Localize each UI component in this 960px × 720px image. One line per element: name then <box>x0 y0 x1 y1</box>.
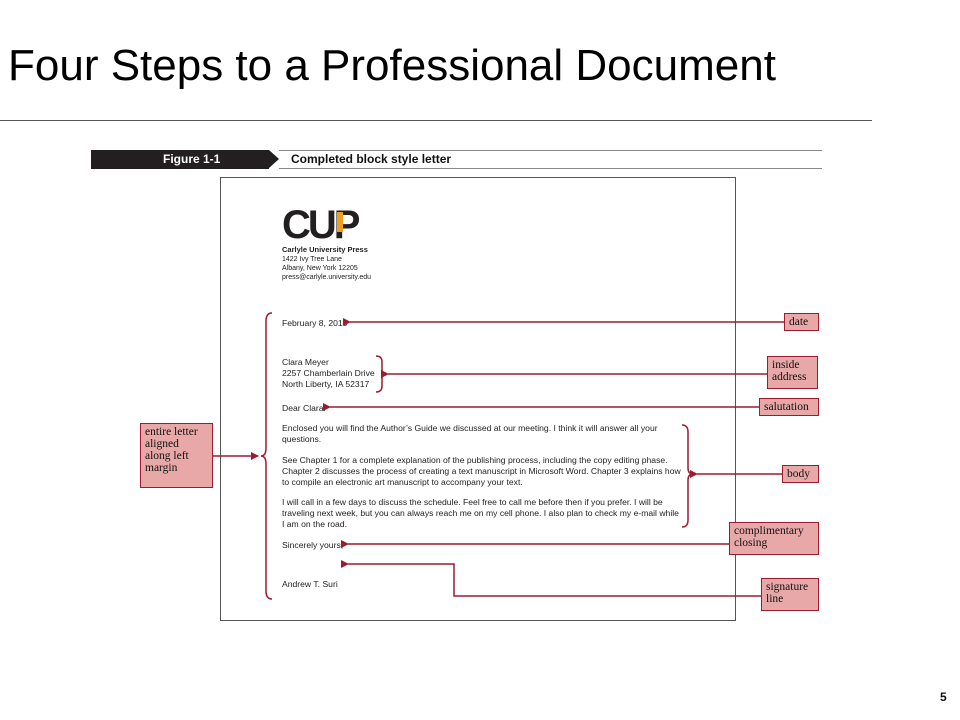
callout-line: margin <box>145 462 178 474</box>
body-line: I am on the road. <box>282 519 347 529</box>
body-line: Enclosed you will find the Author’s Guid… <box>282 423 658 433</box>
body-line: Chapter 2 discusses the process of creat… <box>282 466 681 476</box>
callout-salutation-label: salutation <box>764 401 809 413</box>
callout-date-label: date <box>789 316 809 328</box>
figure-header-bar: Figure 1-1 Completed block style letter <box>91 150 822 169</box>
callout-closing: complimentary closing <box>729 522 819 555</box>
figure-tab-arrow <box>269 150 279 168</box>
letter-salutation: Dear Clara: <box>282 403 326 413</box>
cup-logo: CUP <box>282 203 363 247</box>
letter-date: February 8, 2010 <box>282 318 348 328</box>
callout-body-label: body <box>787 468 810 480</box>
body-line: See Chapter 1 for a complete explanation… <box>282 455 668 465</box>
figure-rule-bottom <box>279 168 822 169</box>
callout-line: entire letter <box>145 426 198 438</box>
body-line: traveling next week, but you can always … <box>282 508 679 518</box>
callout-line: aligned <box>145 438 179 450</box>
body-line: to compile an electronic art manuscript … <box>282 477 523 487</box>
address-brace <box>375 355 387 393</box>
logo-accent-mark <box>337 212 343 232</box>
body-line: I will call in a few days to discuss the… <box>282 497 663 507</box>
callout-line: along left <box>145 450 189 462</box>
page-number: 5 <box>940 690 947 704</box>
cup-logo-graphic: CUP <box>282 203 363 247</box>
body-brace <box>681 424 694 528</box>
figure-caption: Completed block style letter <box>291 152 452 166</box>
inside-address-line: 2257 Chamberlain Drive <box>282 368 375 378</box>
body-line: questions. <box>282 434 322 444</box>
letter-closing: Sincerely yours, <box>282 540 344 550</box>
callout-salutation: salutation <box>759 398 819 416</box>
callout-signature: signature line <box>761 578 819 611</box>
letter-page <box>220 177 736 621</box>
callout-line: line <box>766 593 784 605</box>
letterhead-street: 1422 Ivy Tree Lane <box>282 256 342 263</box>
callout-left-aligned: entire letter aligned along left margin <box>140 423 213 488</box>
letter-signature: Andrew T. Suri <box>282 579 338 589</box>
callout-inside-address: inside address <box>767 356 818 389</box>
callout-line: inside <box>772 359 800 371</box>
inside-address-line: Clara Meyer <box>282 357 329 367</box>
logo-letters: CUP <box>282 204 360 244</box>
callout-date: date <box>784 313 819 331</box>
letterhead-email: press@carlyle.university.edu <box>282 274 372 281</box>
callout-line: address <box>772 371 807 383</box>
alignment-brace <box>260 312 273 600</box>
inside-address-line: North Liberty, IA 52317 <box>282 379 370 389</box>
letterhead-name: Carlyle University Press <box>282 245 368 254</box>
figure-number-tab <box>91 150 269 169</box>
title-divider <box>0 120 872 121</box>
callout-line: closing <box>734 537 768 549</box>
callout-line: complimentary <box>734 525 804 537</box>
signature-connector <box>341 560 761 597</box>
figure-rule-top <box>279 150 822 151</box>
slide-title: Four Steps to a Professional Document <box>8 41 776 90</box>
letterhead-city: Albany, New York 12205 <box>282 265 358 272</box>
callout-body: body <box>782 465 819 483</box>
callout-line: signature <box>766 581 809 593</box>
figure-number: Figure 1-1 <box>163 152 221 166</box>
